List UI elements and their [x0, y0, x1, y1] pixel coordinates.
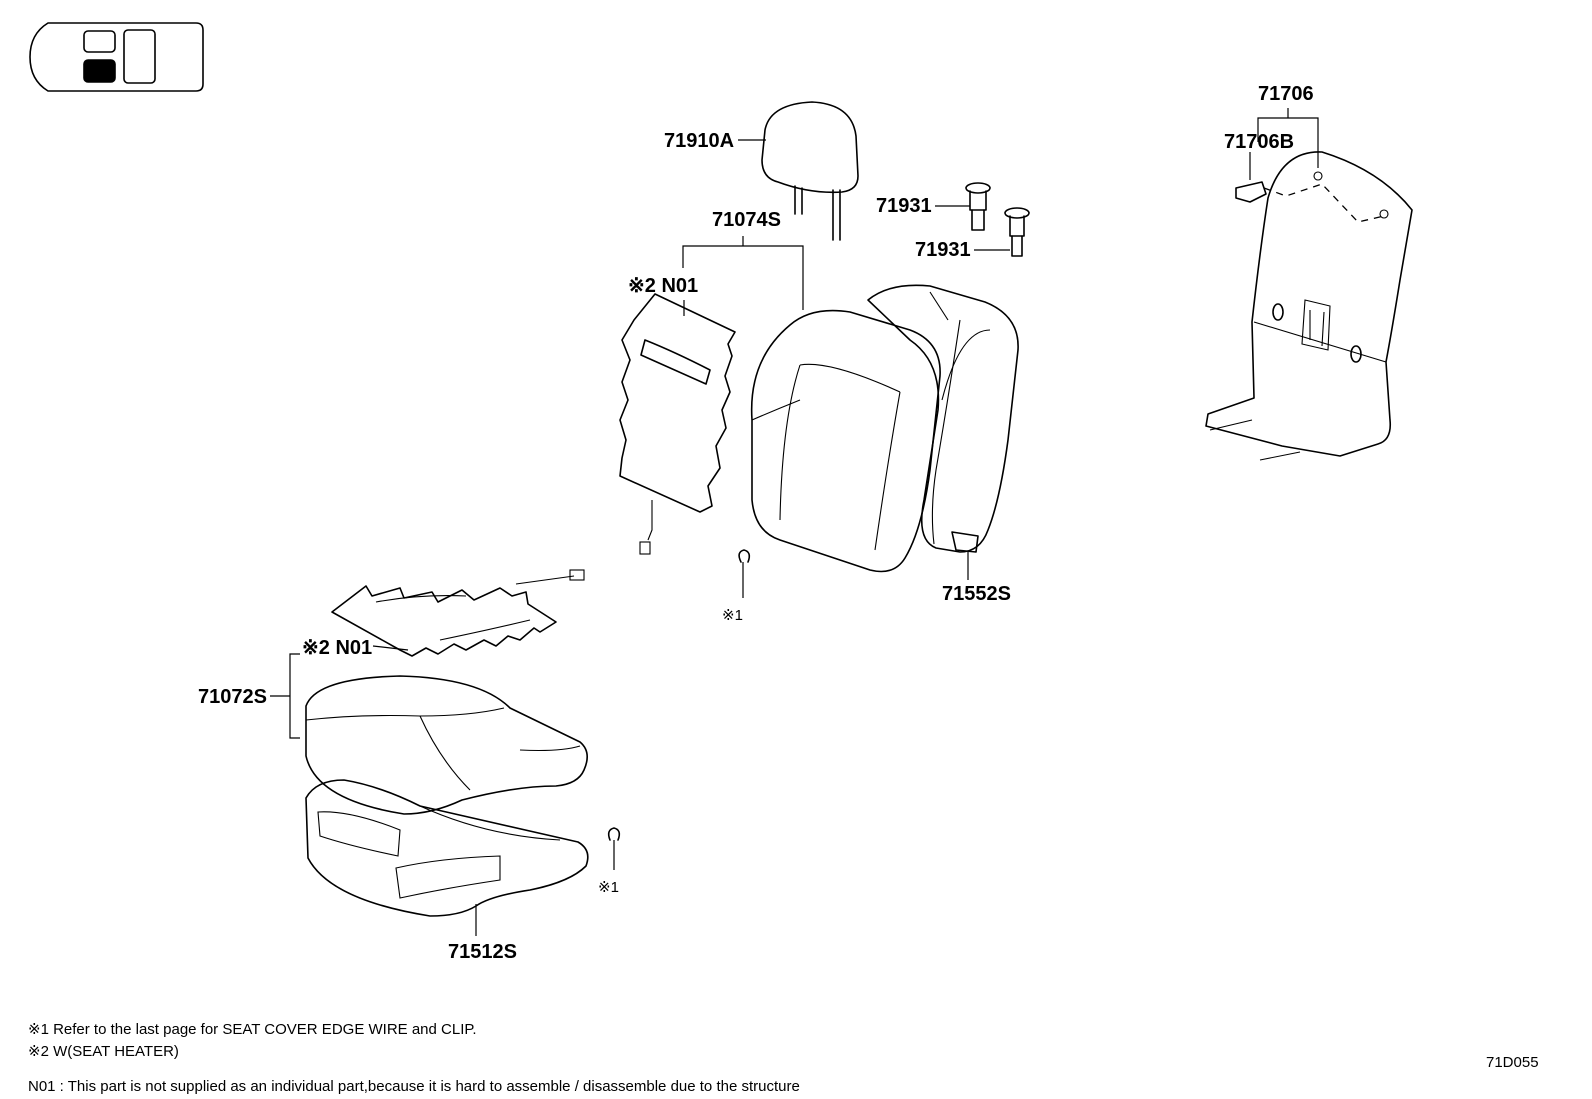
- label-clip-back: ※1: [722, 607, 743, 624]
- seat-cushion-cover-drawing: [305, 675, 588, 815]
- label-seatback-heater: ※2 N01: [628, 275, 698, 297]
- reference-code: 71D055: [1486, 1054, 1539, 1071]
- label-headrest: 71910A: [664, 130, 734, 152]
- clip-back-drawing: [738, 549, 751, 598]
- label-guide-upper: 71931: [876, 195, 932, 217]
- label-seatback-board: 71706: [1258, 83, 1314, 105]
- label-seatback-cover: 71074S: [712, 209, 781, 231]
- clip-cushion-drawing: [607, 827, 621, 870]
- label-guide-lower: 71931: [915, 239, 971, 261]
- label-cushion-heater: ※2 N01: [302, 637, 372, 659]
- seat-position-icon: [29, 22, 204, 92]
- headrest-guide-drawing: [965, 182, 1030, 257]
- label-cushion-pad: 71512S: [448, 941, 517, 963]
- note-n01: N01 : This part is not supplied as an in…: [28, 1078, 800, 1095]
- note-seat-heater: ※2 W(SEAT HEATER): [28, 1043, 179, 1060]
- seatback-board-drawing: [1205, 151, 1413, 461]
- note-edge-wire: ※1 Refer to the last page for SEAT COVER…: [28, 1021, 477, 1038]
- headrest-drawing: [761, 101, 859, 241]
- seatback-pad-drawing: [867, 284, 1019, 553]
- label-cushion-cover: 71072S: [198, 686, 267, 708]
- label-seatback-board-clip: 71706B: [1224, 131, 1294, 153]
- label-seatback-pad: 71552S: [942, 583, 1011, 605]
- seatback-heater-drawing: [619, 293, 736, 555]
- seatback-cover-drawing: [750, 309, 941, 573]
- seat-cushion-heater-drawing: [331, 569, 585, 657]
- seat-cushion-pad-drawing: [305, 779, 589, 917]
- label-clip-cushion: ※1: [598, 879, 619, 896]
